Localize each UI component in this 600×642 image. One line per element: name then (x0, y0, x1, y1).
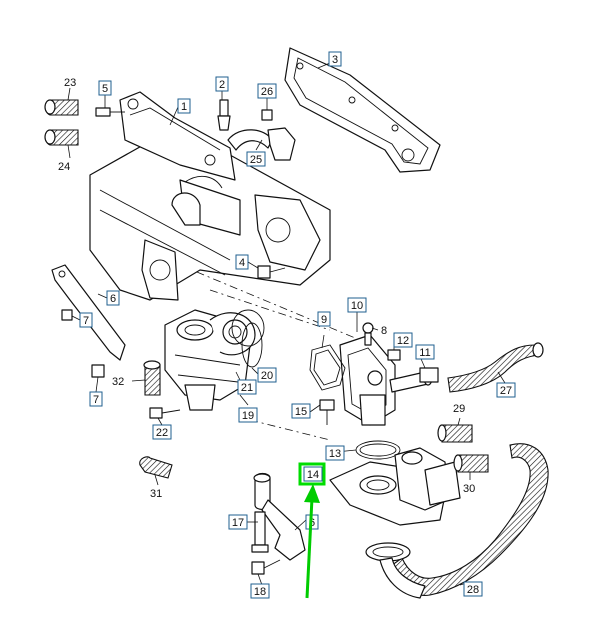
callout-5: 5 (98, 80, 112, 96)
callout-22: 22 (152, 424, 172, 440)
sensor-bolt-parts (362, 322, 439, 383)
callout-28: 28 (463, 581, 483, 597)
svg-text:18: 18 (254, 586, 266, 598)
gasket-part (284, 47, 441, 173)
svg-text:25: 25 (250, 154, 262, 166)
callout-21: 21 (237, 379, 257, 395)
lower-bracket-part (251, 472, 306, 575)
callout-1: 1 (177, 98, 191, 114)
callout-2: 2 (215, 76, 229, 92)
svg-text:22: 22 (156, 427, 168, 439)
callout-18: 18 (250, 583, 270, 599)
svg-text:27: 27 (500, 385, 512, 397)
callout-4: 4 (235, 254, 249, 270)
callout-17: 17 (228, 514, 248, 530)
callout-20: 20 (257, 367, 277, 383)
bolt-parts (95, 107, 286, 279)
highlight-arrow-icon (304, 484, 320, 599)
callout-27: 27 (496, 382, 516, 398)
label-30: 30 (463, 483, 475, 495)
svg-text:12: 12 (397, 335, 409, 347)
bolt-15-part (319, 399, 335, 425)
svg-text:4: 4 (239, 257, 245, 269)
callout-9: 9 (317, 311, 331, 327)
svg-text:26: 26 (261, 86, 273, 98)
svg-text:17: 17 (232, 517, 244, 529)
svg-text:28: 28 (467, 584, 479, 596)
svg-text:21: 21 (241, 382, 253, 394)
svg-text:10: 10 (351, 300, 363, 312)
svg-text:7: 7 (83, 315, 89, 327)
egr-valve-part (164, 309, 256, 411)
callout-7-lower: 7 (89, 391, 103, 407)
svg-text:19: 19 (242, 410, 254, 422)
svg-text:3: 3 (332, 54, 338, 66)
assembly-lines (179, 264, 361, 441)
callout-26: 26 (257, 83, 277, 99)
svg-text:14: 14 (307, 469, 319, 481)
plug-right-parts (437, 424, 489, 473)
bolt-22-part (149, 407, 181, 419)
callout-10: 10 (347, 297, 367, 313)
callout-3: 3 (328, 51, 342, 67)
callout-19: 19 (238, 407, 258, 423)
plug-lower-parts (139, 360, 173, 479)
svg-text:6: 6 (110, 293, 116, 305)
plug-parts (44, 99, 79, 146)
hose-27-part (447, 342, 544, 393)
egr-cooler-part (89, 91, 331, 301)
label-32: 32 (112, 376, 124, 388)
svg-text:2: 2 (219, 79, 225, 91)
o-ring-part (355, 440, 401, 460)
svg-text:20: 20 (261, 370, 273, 382)
svg-text:9: 9 (321, 314, 327, 326)
callout-14-highlighted[interactable]: 14 (298, 462, 326, 486)
label-29: 29 (453, 403, 465, 415)
callout-13: 13 (325, 445, 345, 461)
callout-25: 25 (246, 151, 266, 167)
label-23: 23 (64, 77, 76, 89)
valve-gasket-part (231, 309, 265, 368)
svg-text:5: 5 (102, 83, 108, 95)
gasket-9-part (309, 344, 346, 391)
water-outlet-part (329, 447, 461, 526)
svg-text:1: 1 (181, 101, 187, 113)
svg-text:11: 11 (419, 347, 430, 359)
svg-text:15: 15 (295, 406, 307, 418)
label-24: 24 (58, 161, 70, 173)
label-31: 31 (150, 488, 162, 500)
hose-part (227, 127, 296, 161)
sensor-part (217, 99, 231, 131)
callout-12: 12 (393, 332, 413, 348)
svg-text:13: 13 (329, 448, 341, 460)
hose-28-part (365, 443, 549, 599)
callout-6-upper: 6 (106, 290, 120, 306)
callout-11: 11 (415, 344, 435, 360)
label-8: 8 (381, 325, 387, 337)
callout-15: 15 (291, 403, 311, 419)
callout-7-upper: 7 (79, 312, 93, 328)
svg-text:7: 7 (93, 394, 99, 406)
